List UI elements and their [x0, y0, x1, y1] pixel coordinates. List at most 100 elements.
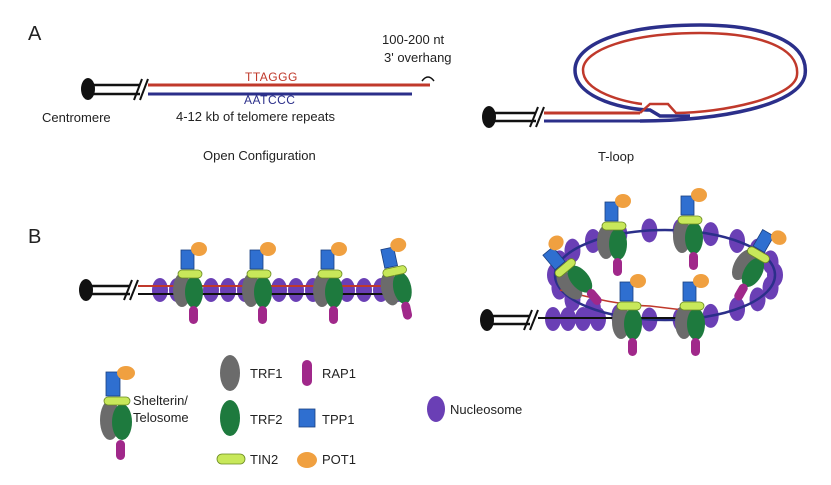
legend-tin2: TIN2	[250, 452, 278, 467]
linear-shelterin-diagram	[79, 237, 413, 324]
tin2-protein	[747, 246, 770, 264]
open-configuration-diagram	[81, 76, 435, 101]
pot1-swatch	[297, 452, 317, 468]
trf2-protein	[254, 276, 272, 308]
tin2-protein	[601, 221, 627, 231]
pot1-protein	[630, 274, 646, 288]
tin2-protein	[616, 301, 642, 311]
legend-trf1: TRF1	[250, 366, 283, 381]
legend-tpp1: TPP1	[322, 412, 355, 427]
tpp1-protein	[682, 281, 697, 302]
legend-trf2: TRF2	[250, 412, 283, 427]
trf2-protein	[624, 308, 642, 340]
rap1-protein	[258, 306, 267, 324]
tpp1-protein	[752, 228, 775, 254]
panel-label-b: B	[28, 226, 41, 248]
trf2-protein	[185, 276, 203, 308]
nucleosome	[288, 278, 304, 302]
rap1-protein	[691, 338, 700, 356]
rap1-protein	[628, 338, 637, 356]
shelterin-complex	[242, 242, 276, 324]
legend-nucleosome: Nucleosome	[450, 402, 522, 417]
nucleosome	[356, 278, 372, 302]
shelterin-complex	[597, 194, 631, 276]
trf2-protein	[609, 228, 627, 260]
trf1-protein	[732, 249, 756, 281]
trf2-protein	[325, 276, 343, 308]
t-loop-diagram	[482, 23, 807, 128]
rap1-protein	[734, 283, 748, 301]
rap1-protein	[401, 301, 413, 320]
rap1-protein	[329, 306, 338, 324]
tin2-protein	[679, 301, 705, 311]
nucleosome-swatch	[427, 396, 445, 422]
nucleosome	[220, 278, 236, 302]
nucleosome	[152, 278, 168, 302]
pot1-protein	[615, 194, 631, 208]
t-loop-shelterin-diagram	[480, 188, 787, 356]
pot1-protein	[691, 188, 707, 202]
tin2-protein	[382, 265, 407, 278]
shelterin-complex	[675, 274, 709, 356]
rap1-swatch	[302, 360, 312, 386]
nucleosome	[271, 278, 287, 302]
open-configuration-caption: Open Configuration	[203, 148, 316, 163]
tpp1-protein	[604, 201, 619, 222]
trf2-protein	[567, 265, 593, 293]
trf1-swatch	[220, 355, 240, 391]
overhang-label-line2: 3' overhang	[384, 50, 452, 65]
tpp1-protein	[180, 249, 195, 270]
rap1-protein	[689, 252, 698, 270]
pot1-protein	[548, 235, 564, 251]
legend-shelterin-line2: Telosome	[133, 410, 189, 425]
rap1-protein	[586, 289, 602, 305]
tin2-protein	[177, 269, 203, 279]
trf2-swatch	[220, 400, 240, 436]
shelterin-complex-icon	[100, 366, 135, 460]
overhang-label-line1: 100-200 nt	[382, 32, 445, 47]
c-strand-sequence: AATCCC	[244, 93, 295, 107]
tpp1-swatch	[298, 408, 316, 428]
repeats-label: 4-12 kb of telomere repeats	[176, 109, 335, 124]
pot1-protein	[260, 242, 276, 256]
shelterin-complex	[313, 242, 347, 324]
pot1-protein	[693, 274, 709, 288]
pot1-protein	[770, 230, 787, 245]
legend-pot1: POT1	[322, 452, 356, 467]
rap1-protein	[189, 306, 198, 324]
shelterin-complex	[612, 274, 646, 356]
trf1-protein	[556, 270, 583, 300]
tpp1-protein	[249, 249, 264, 270]
tin2-swatch	[216, 453, 246, 465]
trf2-protein	[392, 272, 412, 304]
tpp1-protein	[320, 249, 335, 270]
pot1-protein	[390, 237, 407, 253]
pot1-protein	[331, 242, 347, 256]
tin2-protein	[554, 258, 576, 278]
panel-label-a: A	[28, 23, 42, 45]
trf2-protein	[687, 308, 705, 340]
tin2-protein	[317, 269, 343, 279]
tpp1-protein	[680, 195, 695, 216]
trf2-protein	[685, 222, 703, 254]
legend: Shelterin/ Telosome TRF1 TRF2 TIN2 RAP1 …	[100, 355, 522, 468]
shelterin-complex	[732, 228, 787, 301]
nucleosome	[339, 278, 355, 302]
centromere-end	[81, 78, 95, 100]
shelterin-complex	[380, 237, 413, 320]
g-strand-sequence: TTAGGG	[245, 70, 298, 84]
shelterin-complex	[542, 235, 602, 305]
shelterin-complex	[673, 188, 707, 270]
tin2-protein	[677, 215, 703, 225]
pot1-protein	[191, 242, 207, 256]
tin2-protein	[246, 269, 272, 279]
trf2-protein	[741, 257, 765, 287]
tpp1-protein	[619, 281, 634, 302]
tpp1-protein	[542, 246, 566, 271]
rap1-protein	[613, 258, 622, 276]
tpp1-protein	[380, 246, 399, 269]
legend-rap1: RAP1	[322, 366, 356, 381]
legend-shelterin-line1: Shelterin/	[133, 393, 188, 408]
shelterin-complex	[173, 242, 207, 324]
